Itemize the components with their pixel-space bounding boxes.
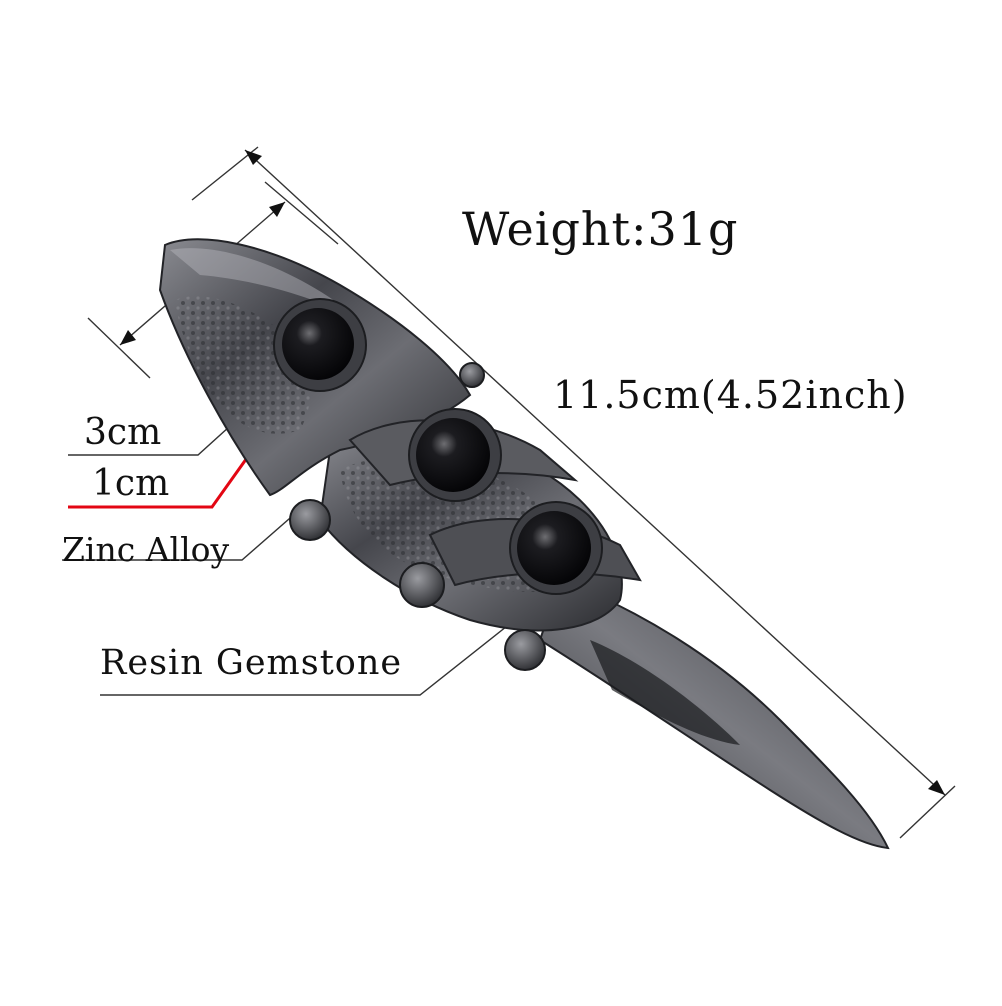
material-leader [62,504,306,561]
material-label: Zinc Alloy [62,530,230,569]
resin-gem-1 [282,308,354,380]
length-extension-bottom [899,785,956,839]
claw-tip [538,578,890,850]
width-extension-left [87,317,151,379]
resin-gem-3 [517,511,591,585]
weight-label: Weight:31g [462,202,739,256]
rivet-icon [399,562,445,608]
claw-cutout [590,640,740,745]
stone-leader [100,599,541,696]
length-extension-top [191,146,259,201]
rivet-icon [459,362,485,388]
resin-gem-2 [416,418,490,492]
arrowhead-icon [120,330,136,345]
dimension-arrows [120,150,945,795]
length-extension-top-inner [264,181,339,245]
rivet-icon [289,499,331,541]
rivet-icon [504,629,546,671]
width-outer-label: 3cm [84,412,162,453]
length-label: 11.5cm(4.52inch) [553,373,908,417]
armor-ring [158,238,890,850]
length-dimension-line [244,149,946,796]
gemstone-label: Resin Gemstone [100,643,403,683]
top-highlight [170,248,360,320]
arrowhead-icon [269,202,285,217]
width-inner-label: 1cm [92,463,170,504]
arrowhead-icon [928,780,945,795]
arrowhead-icon [245,150,262,165]
